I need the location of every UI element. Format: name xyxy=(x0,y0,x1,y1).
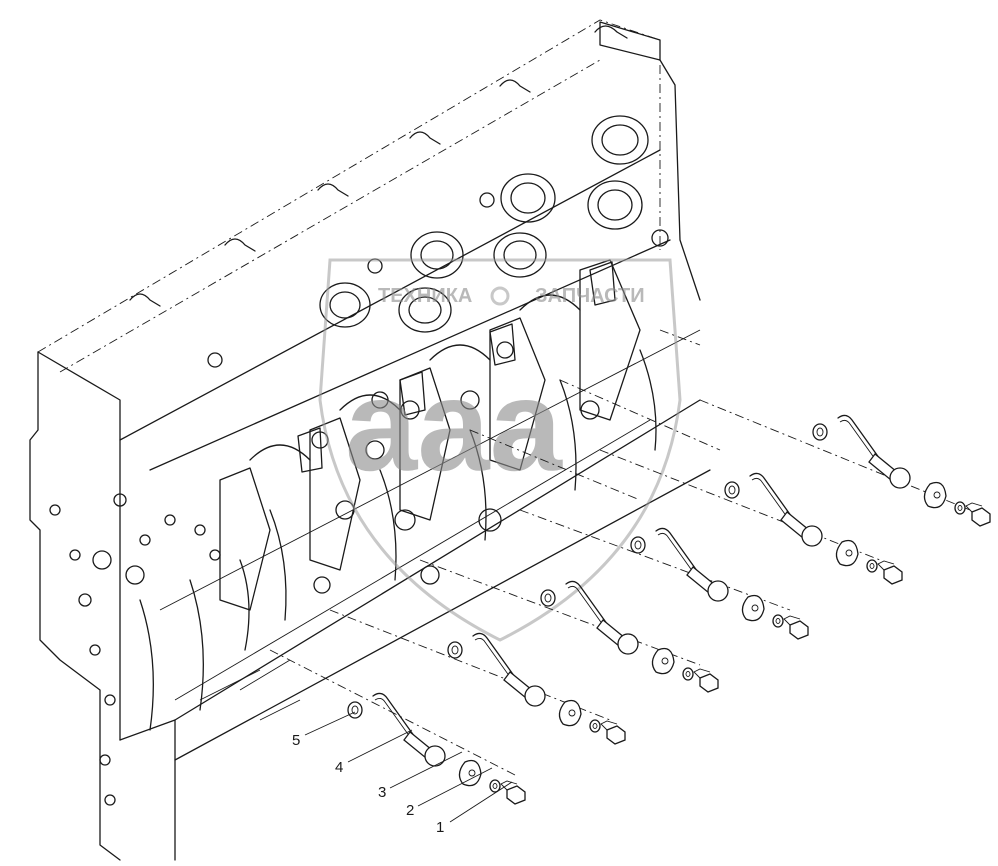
plate-washer-hole xyxy=(933,491,941,499)
nozzle-tube-inner xyxy=(657,532,699,580)
lock-washer-hole xyxy=(957,505,963,511)
nozzle-head xyxy=(617,633,639,655)
sealing-washer xyxy=(630,536,646,554)
crankcase-ribs xyxy=(139,349,657,731)
plate-washer xyxy=(651,647,675,675)
watermark-right-text: ЗАПЧАСТИ xyxy=(535,285,645,307)
lock-washer-hole xyxy=(869,563,875,569)
plate-washer xyxy=(741,594,765,622)
bolt-shank xyxy=(693,668,711,679)
bolt-head xyxy=(606,725,626,745)
sealing-washer xyxy=(724,481,740,499)
nozzle-tube-inner xyxy=(474,637,516,685)
nozzle-head xyxy=(707,580,729,602)
sealing-washer-hole xyxy=(544,593,552,603)
sealing-washer-hole xyxy=(634,540,642,550)
nozzle-head xyxy=(889,467,911,489)
lock-washer-hole xyxy=(685,671,691,677)
plate-washer-hole xyxy=(661,657,669,665)
bolt-head xyxy=(789,620,809,640)
lock-washer-hole xyxy=(592,723,598,729)
lock-washer-hole xyxy=(775,618,781,624)
cylinder-bores xyxy=(319,115,649,333)
sealing-washer-hole xyxy=(816,427,824,437)
plate-washer-hole xyxy=(568,709,576,717)
bolt-shank xyxy=(600,720,618,731)
nozzle-tube-inner xyxy=(751,477,793,525)
nozzle-tube xyxy=(565,580,611,629)
lock-washer xyxy=(772,614,784,628)
callout-4: 4 xyxy=(335,759,343,776)
watermark-logo-letters: aaa xyxy=(345,352,564,498)
plate-washer xyxy=(558,699,582,727)
plate-washer xyxy=(835,539,859,567)
sealing-washer xyxy=(447,641,463,659)
callout-5: 5 xyxy=(292,732,300,749)
front-face-holes xyxy=(49,493,221,806)
bolt-head xyxy=(699,673,719,693)
nozzle-head xyxy=(801,525,823,547)
sealing-washer-hole xyxy=(451,645,459,655)
callout-2: 2 xyxy=(406,802,414,819)
lock-washer xyxy=(682,667,694,681)
bolt-shank xyxy=(877,560,895,571)
nozzle-tube xyxy=(472,632,518,681)
plate-washer-hole xyxy=(845,549,853,557)
lock-washer xyxy=(489,779,501,793)
watermark-logo: ТЕХНИКА ЗАПЧАСТИ aaa xyxy=(318,258,682,642)
bolt-head xyxy=(971,507,991,527)
sealing-washer xyxy=(812,423,828,441)
plate-washer xyxy=(923,481,947,509)
plate-washer-hole xyxy=(751,604,759,612)
nozzle-tube-inner xyxy=(374,697,416,745)
nozzle-head xyxy=(424,745,446,767)
watermark-left-text: ТЕХНИКА xyxy=(378,285,472,307)
lock-washer xyxy=(866,559,878,573)
nozzle-tube-inner xyxy=(567,585,609,633)
sealing-washer xyxy=(540,589,556,607)
plate-washer xyxy=(458,759,482,787)
callout-1: 1 xyxy=(436,819,444,836)
nozzle-tube xyxy=(837,414,883,463)
nozzle-sets xyxy=(347,414,991,805)
bolt-head xyxy=(506,785,526,805)
lock-washer-hole xyxy=(492,783,498,789)
nozzle-head xyxy=(524,685,546,707)
sealing-washer-hole xyxy=(351,705,359,715)
lock-washer xyxy=(589,719,601,733)
callout-3: 3 xyxy=(378,784,386,801)
bolt-shank xyxy=(783,615,801,626)
bolt-shank xyxy=(965,502,983,513)
plate-washer-hole xyxy=(468,769,476,777)
nozzle-tube-inner xyxy=(839,419,881,467)
bolt-head xyxy=(883,565,903,585)
callouts: 5 4 3 2 1 xyxy=(292,711,513,836)
engine-block xyxy=(29,19,711,861)
lock-washer xyxy=(954,501,966,515)
gear-icon xyxy=(490,286,510,306)
nozzle-tube xyxy=(655,527,701,576)
nozzle-tube xyxy=(749,472,795,521)
sealing-washer xyxy=(347,701,363,719)
nozzle-tube xyxy=(372,692,418,741)
sealing-washer-hole xyxy=(728,485,736,495)
